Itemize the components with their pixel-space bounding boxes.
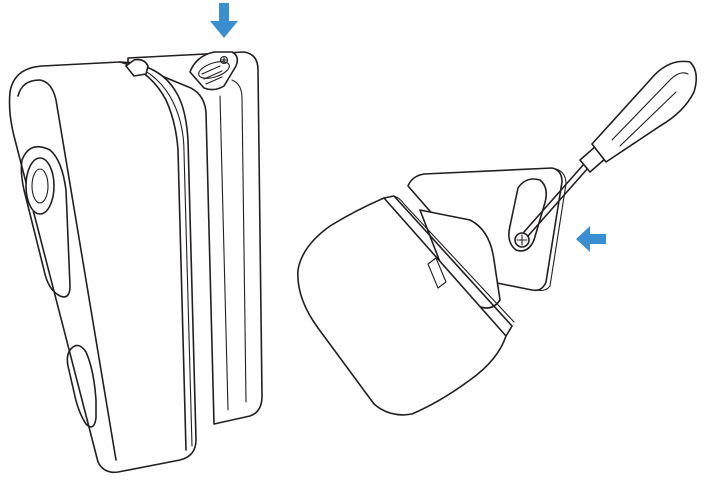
bracket-screw-slot bbox=[508, 178, 548, 252]
camera-window-panel bbox=[20, 145, 71, 298]
screwdriver-shaft bbox=[523, 163, 589, 237]
latch-screw-head bbox=[219, 55, 229, 65]
camera-cylinder-body bbox=[297, 197, 507, 416]
latch-screw-slot bbox=[198, 61, 230, 79]
latch-screw-cross bbox=[220, 56, 228, 64]
screwdriver bbox=[523, 60, 698, 237]
right-panel-bracket bbox=[297, 167, 567, 416]
bracket-screw-cross bbox=[516, 234, 528, 246]
camera-front-ring bbox=[383, 195, 513, 337]
doorbell-button bbox=[66, 344, 97, 428]
down-arrow-icon bbox=[210, 3, 238, 38]
mount-latch bbox=[189, 51, 239, 91]
screwdriver-handle bbox=[591, 60, 698, 163]
camera-cylinder-tab bbox=[427, 257, 447, 289]
camera-front-ring-2 bbox=[393, 195, 515, 323]
mount-back-plate bbox=[127, 51, 263, 425]
latch-screw-ridges bbox=[201, 65, 223, 85]
doorbell-body bbox=[8, 61, 197, 474]
mount-top-connector bbox=[125, 58, 149, 77]
left-arrow-icon bbox=[576, 226, 606, 252]
camera-lens-inner bbox=[31, 168, 49, 204]
mount-back-plate-inner-edge bbox=[219, 95, 229, 411]
camera-lens-outer bbox=[25, 157, 55, 215]
doorbell-front-face bbox=[17, 79, 117, 461]
screwdriver-handle-groove bbox=[611, 72, 689, 147]
bracket-screw-head bbox=[514, 232, 530, 248]
left-panel-doorbell bbox=[8, 51, 263, 474]
mount-back-plate-edge2 bbox=[231, 79, 247, 403]
bracket-plate-side bbox=[535, 167, 567, 292]
